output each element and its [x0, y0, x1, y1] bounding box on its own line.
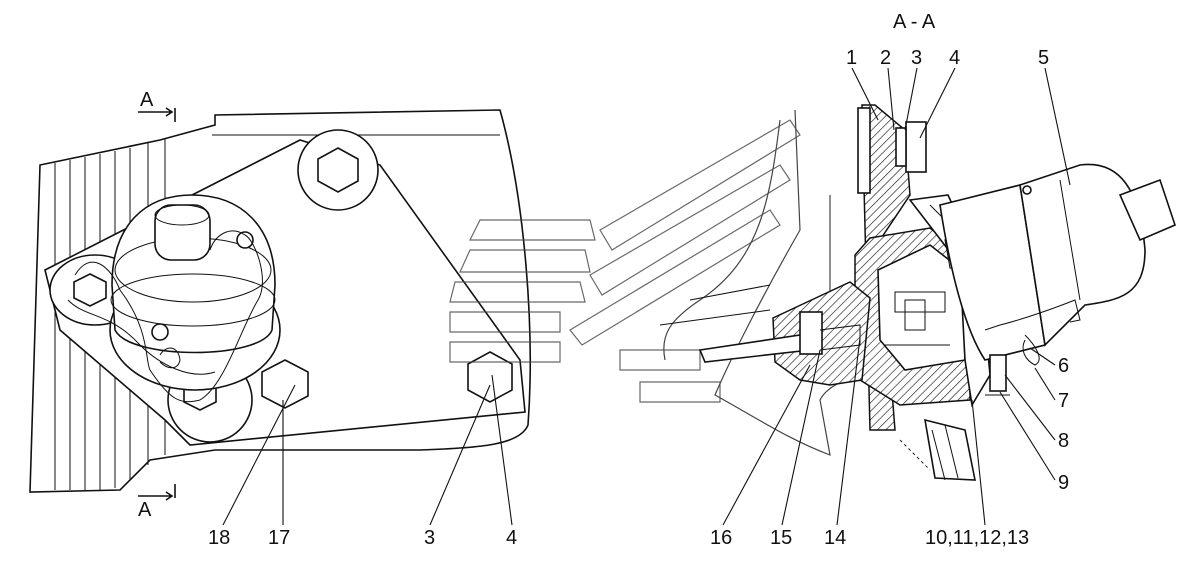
actuator-screw [1022, 185, 1032, 195]
actuator-cap [1019, 163, 1146, 347]
leader-8 [1004, 374, 1056, 441]
leader-6 [1029, 347, 1056, 366]
right-hex-bolt [467, 351, 513, 403]
callout-2: 2 [880, 47, 891, 69]
lower-hex-bolt [261, 359, 309, 409]
section-arrow-bottom [138, 491, 174, 501]
section-title: A - A [893, 11, 936, 33]
callout-9: 9 [1058, 472, 1069, 494]
flange-washer [857, 107, 871, 194]
rod-pin [799, 311, 823, 355]
callout-8: 8 [1058, 430, 1069, 452]
callout-1: 1 [846, 47, 857, 69]
actuator-connector [1118, 178, 1176, 242]
section-marker-bottom: A [138, 499, 152, 521]
lock-wire [74, 230, 263, 403]
callout-5: 5 [1038, 47, 1049, 69]
section-marker-top: A [140, 89, 154, 111]
left-view [29, 107, 531, 526]
callout-4-right: 4 [949, 47, 960, 69]
lock-wire-clip [984, 299, 1081, 331]
leader-4-left [491, 374, 513, 526]
callout-3-right: 3 [911, 47, 922, 69]
leader-16 [722, 364, 811, 526]
section-arrow-top [138, 107, 174, 117]
watermark-logo [449, 119, 801, 403]
actuator-body [939, 184, 1046, 361]
callout-17: 17 [268, 527, 290, 549]
leader-1 [851, 67, 879, 121]
callout-3-left: 3 [424, 527, 435, 549]
leader-5 [1044, 67, 1071, 186]
bolt-head [905, 121, 927, 173]
top-hex-bolt [297, 129, 379, 211]
callout-16: 16 [710, 527, 732, 549]
sensor-body [109, 194, 281, 391]
leader-2 [887, 67, 895, 131]
leader-9 [999, 391, 1056, 481]
callout-10-13: 10,11,12,13 [925, 527, 1029, 549]
leader-10-13 [971, 399, 986, 526]
callout-18: 18 [208, 527, 230, 549]
leader-3-left [429, 384, 491, 526]
leader-4-right [919, 67, 956, 139]
leader-14 [836, 337, 861, 526]
callout-7: 7 [1058, 390, 1069, 412]
callout-4-left: 4 [506, 527, 517, 549]
housing-outline [29, 109, 531, 493]
leader-7 [1034, 367, 1056, 401]
leader-3-right [904, 67, 918, 131]
callout-6: 6 [1058, 355, 1069, 377]
clamp-screw [989, 354, 1007, 392]
callout-14: 14 [824, 527, 846, 549]
callout-15: 15 [770, 527, 792, 549]
lower-fitting [924, 418, 976, 481]
section-view [659, 67, 1176, 526]
leader-15 [781, 349, 821, 526]
